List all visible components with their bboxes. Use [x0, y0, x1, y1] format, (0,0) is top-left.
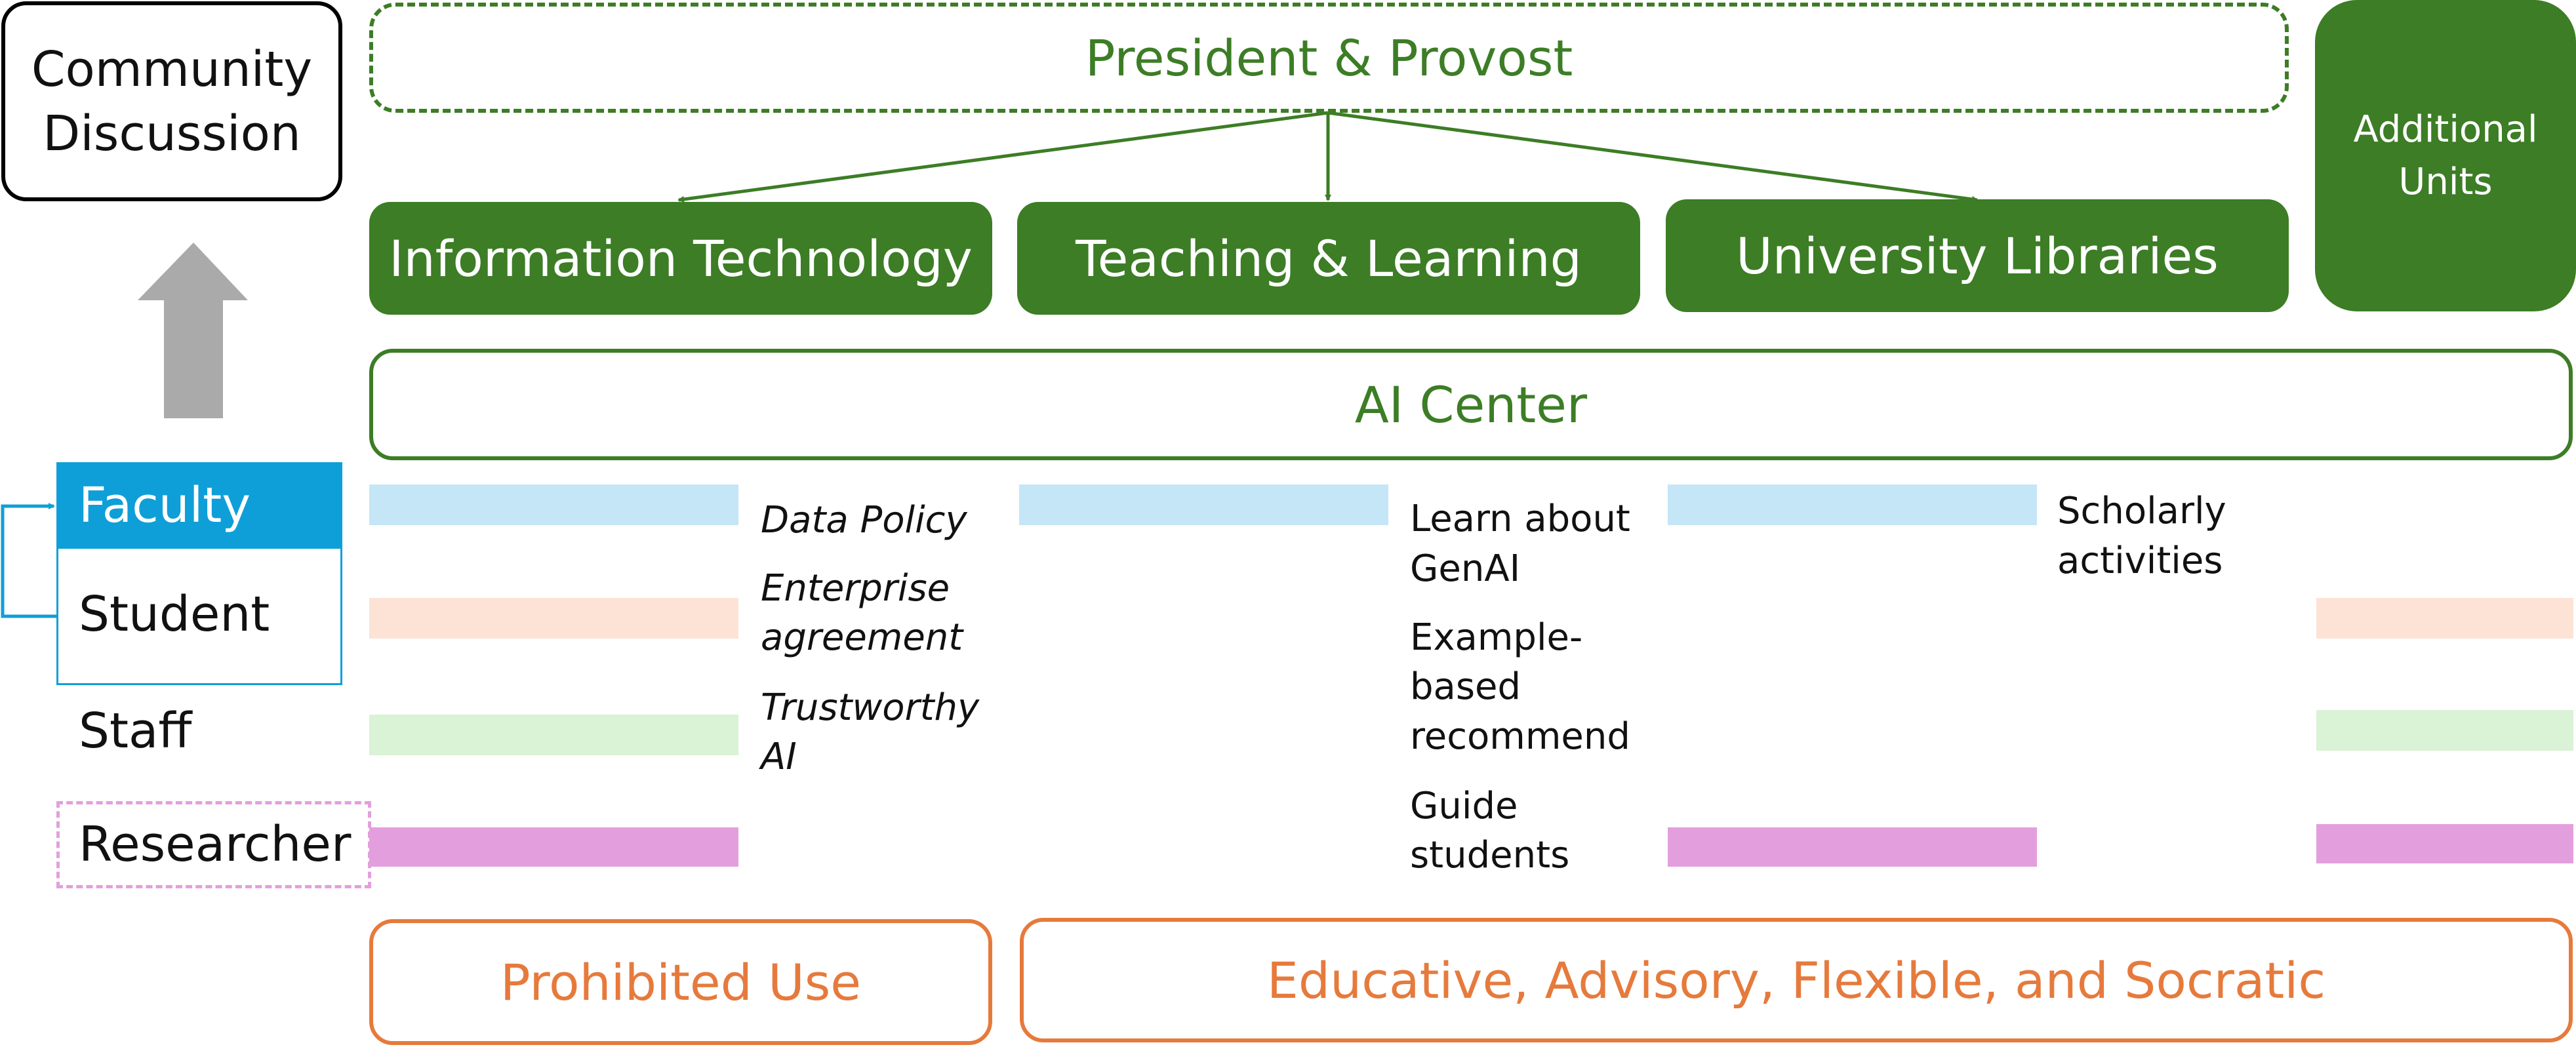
- lib-label-activities: activities: [2057, 540, 2223, 582]
- information-technology-box: Information Technology: [369, 202, 992, 315]
- community-line1: Community: [31, 41, 313, 98]
- it-label-trustworthy: Trustworthy: [761, 686, 980, 729]
- additional-bar-researcher: [2316, 824, 2573, 863]
- teaching-learning-label: Teaching & Learning: [1076, 229, 1582, 288]
- president-provost-label: President & Provost: [1085, 28, 1573, 87]
- prohibited-use-label: Prohibited Use: [500, 953, 862, 1012]
- lib-bar-researcher: [1668, 827, 2037, 867]
- tl-label-students: students: [1410, 834, 1570, 877]
- university-libraries-label: University Libraries: [1736, 226, 2219, 285]
- ai-center-label: AI Center: [1354, 375, 1588, 434]
- connector-to-lib: [1327, 111, 1979, 203]
- tl-label-guide: Guide: [1410, 785, 1518, 827]
- it-label-agreement: agreement: [761, 616, 963, 659]
- university-libraries-box: University Libraries: [1666, 199, 2289, 312]
- ai-center-box: AI Center: [369, 349, 2573, 460]
- researcher-role: Researcher: [56, 801, 371, 888]
- tl-label-based: based: [1410, 665, 1521, 708]
- it-bar-researcher: [369, 827, 738, 867]
- student-role: Student: [56, 549, 342, 685]
- tl-label-learn-about: Learn about: [1410, 498, 1630, 540]
- community-discussion-box: Community Discussion: [1, 1, 342, 201]
- additional-units-box: Additional Units: [2315, 0, 2576, 311]
- president-provost-box: President & Provost: [369, 3, 2289, 113]
- additional-bar-staff: [2316, 710, 2573, 751]
- information-technology-label: Information Technology: [389, 229, 973, 288]
- tl-label-genai: GenAI: [1410, 547, 1521, 590]
- educative-advisory-label: Educative, Advisory, Flexible, and Socra…: [1266, 951, 2326, 1010]
- additional-bar-student: [2316, 598, 2573, 639]
- faculty-role: Faculty: [56, 462, 342, 549]
- it-bar-staff: [369, 715, 738, 755]
- student-label: Student: [79, 586, 270, 642]
- researcher-label: Researcher: [79, 816, 352, 873]
- faculty-student-loop-arrow: [1, 503, 56, 618]
- it-label-ai: AI: [761, 736, 797, 778]
- prohibited-use-box: Prohibited Use: [369, 919, 992, 1045]
- it-bar-student: [369, 598, 738, 639]
- up-arrow-icon: [138, 243, 248, 418]
- teaching-learning-box: Teaching & Learning: [1017, 202, 1640, 315]
- it-label-data-policy: Data Policy: [761, 499, 967, 542]
- educative-advisory-box: Educative, Advisory, Flexible, and Socra…: [1020, 918, 2573, 1042]
- lib-bar-faculty: [1668, 484, 2037, 525]
- tl-label-recommend: recommend: [1410, 715, 1630, 758]
- lib-label-scholarly: Scholarly: [2057, 490, 2226, 532]
- it-bar-faculty: [369, 484, 738, 525]
- additional-line1: Additional: [2353, 108, 2538, 151]
- tl-bar-faculty: [1019, 484, 1388, 525]
- additional-line2: Units: [2398, 160, 2493, 203]
- it-label-enterprise: Enterprise: [761, 567, 950, 610]
- community-line2: Discussion: [43, 105, 301, 162]
- faculty-label: Faculty: [79, 477, 251, 534]
- staff-label: Staff: [79, 703, 192, 759]
- connector-to-it: [677, 111, 1329, 203]
- tl-label-example: Example-: [1410, 616, 1583, 659]
- staff-role: Staff: [56, 695, 342, 767]
